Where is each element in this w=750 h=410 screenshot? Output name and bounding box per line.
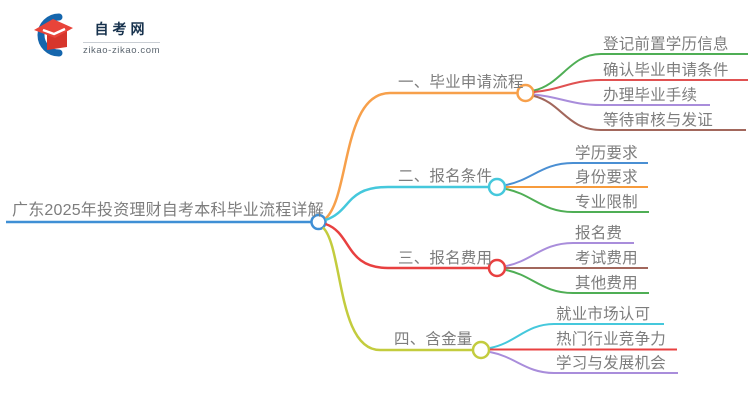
branch-3-label: 三、报名费用 <box>398 250 493 267</box>
branch-1-leaf-3-line <box>533 93 710 106</box>
logo-text: 自考网 zikao-zikao.com <box>83 10 161 56</box>
branch-3-leaf-1-label: 报名费 <box>575 225 623 242</box>
branch-1-leaf-4-line <box>533 95 746 131</box>
branch-3-circle <box>487 258 507 278</box>
branch-3-leaf-2-label: 考试费用 <box>575 250 638 267</box>
branch-4-line <box>322 226 473 352</box>
branch-1-leaf-1-line <box>533 53 748 92</box>
graduation-cap-icon <box>34 13 73 57</box>
branch-2-leaf-3-label: 专业限制 <box>575 194 638 211</box>
branch-2-line <box>325 185 489 222</box>
branch-3-leaf-1-line <box>505 242 634 267</box>
branch-2-leaf-1-line <box>505 162 648 186</box>
branch-2-label: 二、报名条件 <box>398 168 493 185</box>
branch-4-label: 四、含金量 <box>394 331 473 348</box>
branch-2-leaf-3-line <box>505 188 649 213</box>
branch-4-leaf-3-line <box>489 351 678 374</box>
branch-4-leaf-2-label: 热门行业竞争力 <box>556 331 666 348</box>
site-logo[interactable]: 自考网 zikao-zikao.com <box>26 10 161 60</box>
branch-4-leaf-1-line <box>489 323 664 349</box>
branch-2-circle <box>487 177 507 197</box>
branch-2-leaf-2-label: 身份要求 <box>575 169 638 186</box>
branch-1-label: 一、毕业申请流程 <box>398 74 524 91</box>
branch-1-leaf-2-line <box>533 79 748 93</box>
branch-1-line <box>324 91 517 220</box>
root-node-label: 广东2025年投资理财自考本科毕业流程详解 <box>12 202 324 219</box>
branch-3-line <box>325 222 489 270</box>
branch-1-leaf-1-label: 登记前置学历信息 <box>603 36 729 53</box>
logo-title: 自考网 <box>94 21 149 37</box>
branch-1-circle <box>516 83 535 103</box>
branch-4-leaf-3-label: 学习与发展机会 <box>556 355 666 372</box>
branch-1-leaf-3-label: 办理毕业手续 <box>603 87 698 104</box>
branch-3-leaf-3-label: 其他费用 <box>575 275 638 292</box>
branch-2-leaf-1-label: 学历要求 <box>575 145 638 162</box>
logo-divider <box>83 42 161 43</box>
branch-4-circle <box>471 340 491 360</box>
branch-1-leaf-4-label: 等待审核与发证 <box>603 112 713 129</box>
root-node-circle <box>310 213 327 231</box>
branch-1-leaf-2-label: 确认毕业申请条件 <box>603 62 729 79</box>
logo-subtitle: zikao-zikao.com <box>83 45 161 56</box>
branch-3-leaf-3-line <box>505 269 649 294</box>
branch-4-leaf-1-label: 就业市场认可 <box>556 306 651 323</box>
